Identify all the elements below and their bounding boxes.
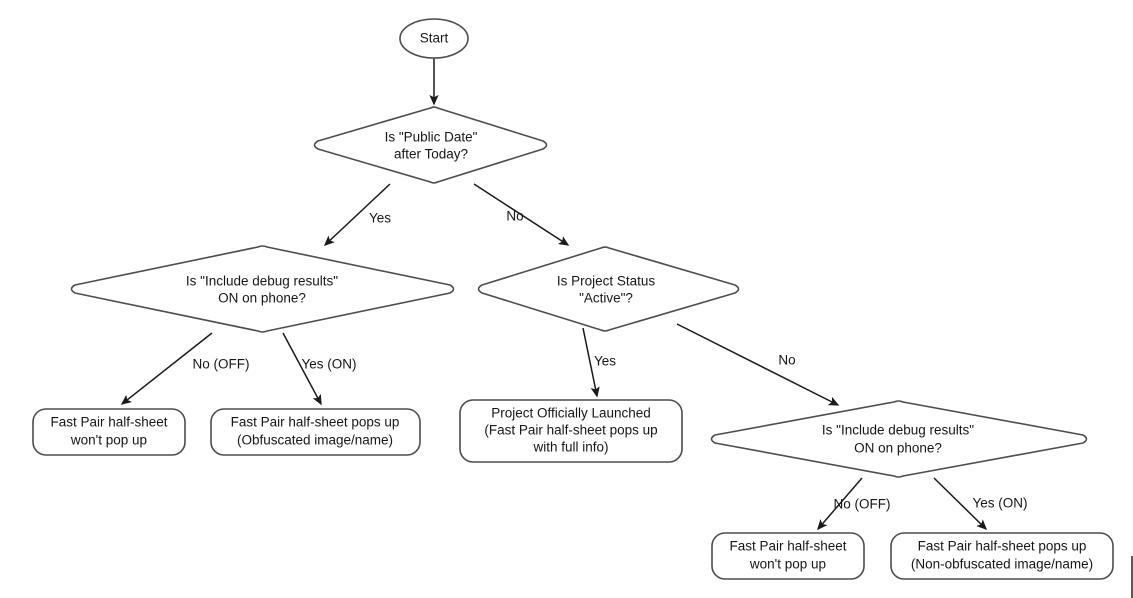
debug-right-label-line2: ON on phone?: [854, 441, 942, 456]
left-off-label-line2: won't pop up: [70, 433, 147, 448]
left-off-box: [32, 408, 186, 456]
right-on-box: [890, 532, 1114, 580]
edge-label-public-date-yes: Yes: [369, 211, 391, 226]
right-off-label-line2: won't pop up: [749, 557, 826, 572]
edge-labels-layer: Yes No No (OFF) Yes (ON) Yes No No (OFF)…: [193, 209, 1028, 512]
edge-label-project-status-yes: Yes: [594, 354, 616, 369]
edge-project-status-yes: [582, 327, 600, 398]
node-decision-project-status[interactable]: Is Project Status "Active"?: [477, 246, 740, 332]
debug-left-label-line1: Is "Include debug results": [186, 274, 338, 289]
node-decision-debug-left[interactable]: Is "Include debug results" ON on phone?: [70, 245, 455, 333]
right-on-label-line2: (Non-obfuscated image/name): [911, 557, 1093, 572]
edge-label-public-date-no: No: [506, 209, 523, 224]
edge-label-debug-left-yes: Yes (ON): [301, 357, 356, 372]
node-terminal-right-off[interactable]: Fast Pair half-sheet won't pop up: [711, 532, 865, 580]
edge-label-debug-right-no: No (OFF): [834, 497, 891, 512]
debug-left-label-line2: ON on phone?: [218, 291, 306, 306]
public-date-label-line2: after Today?: [394, 147, 468, 162]
right-on-label-line1: Fast Pair half-sheet pops up: [918, 539, 1087, 554]
node-terminal-left-on[interactable]: Fast Pair half-sheet pops up (Obfuscated…: [210, 408, 421, 456]
public-date-diamond: [313, 106, 548, 184]
start-ellipse: [399, 18, 469, 59]
left-on-box: [210, 408, 421, 456]
start-label: Start: [420, 31, 449, 46]
edge-debug-right-no: [817, 477, 863, 531]
node-terminal-launched[interactable]: Project Officially Launched (Fast Pair h…: [459, 399, 683, 463]
right-off-box: [711, 532, 865, 580]
debug-left-diamond: [70, 245, 455, 333]
left-off-label-line1: Fast Pair half-sheet: [50, 415, 167, 430]
project-status-label-line2: "Active"?: [579, 291, 633, 306]
edges-layer: [120, 58, 988, 531]
edge-debug-right-yes: [933, 477, 988, 531]
node-terminal-left-off[interactable]: Fast Pair half-sheet won't pop up: [32, 408, 186, 456]
public-date-label-line1: Is "Public Date": [385, 130, 478, 145]
launched-label-line2: (Fast Pair half-sheet pops up: [484, 423, 657, 438]
debug-right-diamond: [710, 400, 1088, 478]
launched-label-line3: with full info): [532, 440, 608, 455]
node-decision-public-date[interactable]: Is "Public Date" after Today?: [313, 106, 548, 184]
node-start[interactable]: Start: [399, 18, 469, 59]
edge-project-status-no: [676, 323, 840, 406]
launched-box: [459, 399, 683, 463]
edge-label-debug-left-no: No (OFF): [193, 357, 250, 372]
right-off-label-line1: Fast Pair half-sheet: [729, 539, 846, 554]
left-on-label-line1: Fast Pair half-sheet pops up: [231, 415, 400, 430]
launched-label-line1: Project Officially Launched: [491, 406, 651, 421]
edge-public-date-yes: [323, 183, 391, 247]
project-status-label-line1: Is Project Status: [557, 274, 656, 289]
debug-right-label-line1: Is "Include debug results": [822, 423, 974, 438]
edge-label-debug-right-yes: Yes (ON): [972, 496, 1027, 511]
node-decision-debug-right[interactable]: Is "Include debug results" ON on phone?: [710, 400, 1088, 478]
edge-debug-left-yes: [282, 332, 322, 406]
edge-public-date-no: [473, 183, 570, 246]
project-status-diamond: [477, 246, 740, 332]
node-terminal-right-on[interactable]: Fast Pair half-sheet pops up (Non-obfusc…: [890, 532, 1114, 580]
left-on-label-line2: (Obfuscated image/name): [237, 433, 393, 448]
edge-label-project-status-no: No: [778, 353, 795, 368]
edge-artifact-mark: [1131, 556, 1133, 598]
edge-debug-left-no: [120, 332, 213, 405]
